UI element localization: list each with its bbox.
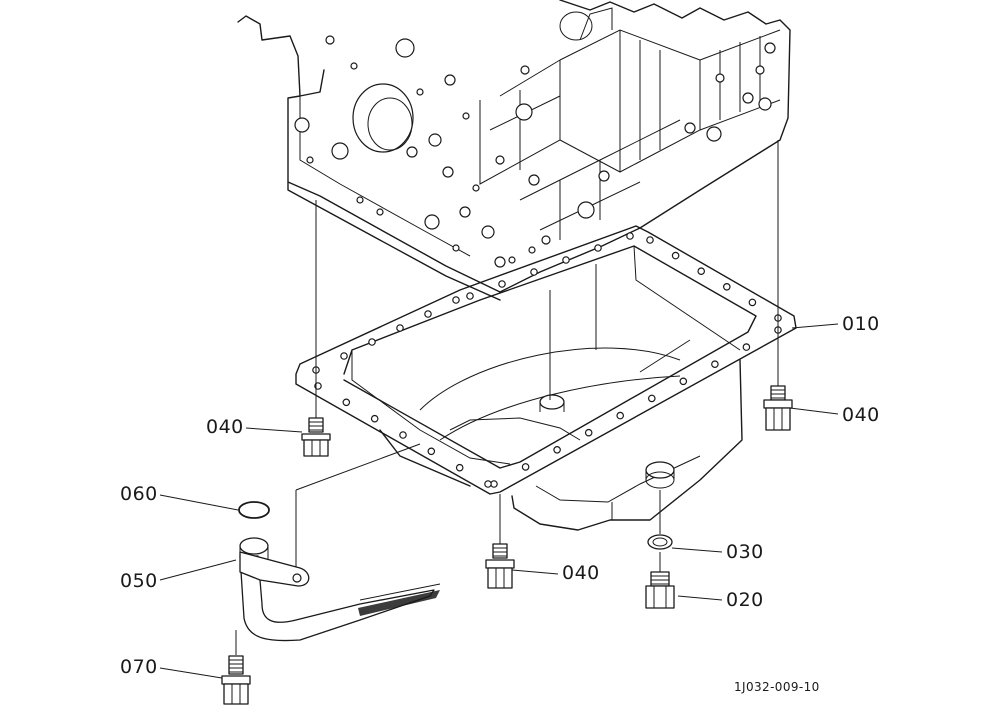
bolt-040-left bbox=[301, 417, 331, 457]
flange-bolt-hole bbox=[484, 480, 492, 488]
flange-bolt-hole bbox=[748, 298, 757, 307]
engine-block bbox=[237, 0, 791, 301]
oil-pan bbox=[295, 225, 797, 531]
flange-bolt-hole bbox=[521, 463, 530, 471]
oil-strainer-pipe-050 bbox=[239, 537, 441, 642]
flange-bolt-hole bbox=[584, 428, 593, 437]
callout-020: 020 bbox=[726, 589, 764, 611]
flange-bolt-hole bbox=[455, 463, 464, 472]
callout-070: 070 bbox=[120, 656, 158, 678]
flange-bolt-hole bbox=[452, 296, 460, 304]
flange-bolt-hole bbox=[722, 282, 731, 291]
flange-bolt-hole bbox=[399, 431, 407, 439]
flange-bolt-hole bbox=[742, 343, 751, 351]
flange-bolt-hole bbox=[368, 338, 376, 346]
flange-bolt-hole bbox=[342, 398, 351, 407]
flange-bolt-hole bbox=[424, 310, 432, 318]
bolt-040-right bbox=[763, 385, 793, 431]
flange-bolt-hole bbox=[594, 244, 602, 252]
flange-bolt-hole bbox=[647, 394, 656, 403]
flange-bolt-hole bbox=[370, 414, 379, 423]
assembly-lines bbox=[159, 140, 839, 679]
flange-bolt-hole bbox=[396, 324, 404, 332]
callout-050: 050 bbox=[120, 570, 158, 592]
bolt-040-center bbox=[485, 543, 515, 589]
flange-bolt-hole bbox=[646, 236, 654, 244]
bolt-070 bbox=[221, 655, 251, 705]
gasket-030 bbox=[647, 534, 673, 550]
flange-bolt-hole bbox=[498, 280, 506, 288]
flange-bolt-hole bbox=[553, 445, 561, 454]
callout-030: 030 bbox=[726, 541, 764, 563]
callout-060: 060 bbox=[120, 483, 158, 505]
flange-bolt-hole bbox=[711, 360, 719, 369]
flange-bolt-hole bbox=[697, 267, 706, 276]
flange-bolt-hole bbox=[427, 447, 436, 456]
callout-040-right: 040 bbox=[842, 404, 880, 426]
flange-bolt-hole bbox=[562, 256, 570, 264]
callout-010: 010 bbox=[842, 313, 880, 335]
flange-bolt-hole bbox=[626, 232, 634, 240]
callout-040-left: 040 bbox=[206, 416, 244, 438]
callout-040-center: 040 bbox=[562, 562, 600, 584]
flange-bolt-hole bbox=[671, 251, 680, 260]
flange-bolt-hole bbox=[679, 377, 688, 386]
o-ring-060 bbox=[238, 501, 270, 519]
flange-bolt-hole bbox=[530, 268, 538, 276]
oil-pan-bolt-holes bbox=[312, 232, 782, 488]
drawing-code: 1J032-009-10 bbox=[734, 680, 820, 694]
flange-bolt-hole bbox=[466, 292, 474, 300]
flange-bolt-hole bbox=[340, 352, 348, 360]
drain-plug-020 bbox=[645, 571, 675, 609]
flange-bolt-hole bbox=[616, 411, 625, 420]
